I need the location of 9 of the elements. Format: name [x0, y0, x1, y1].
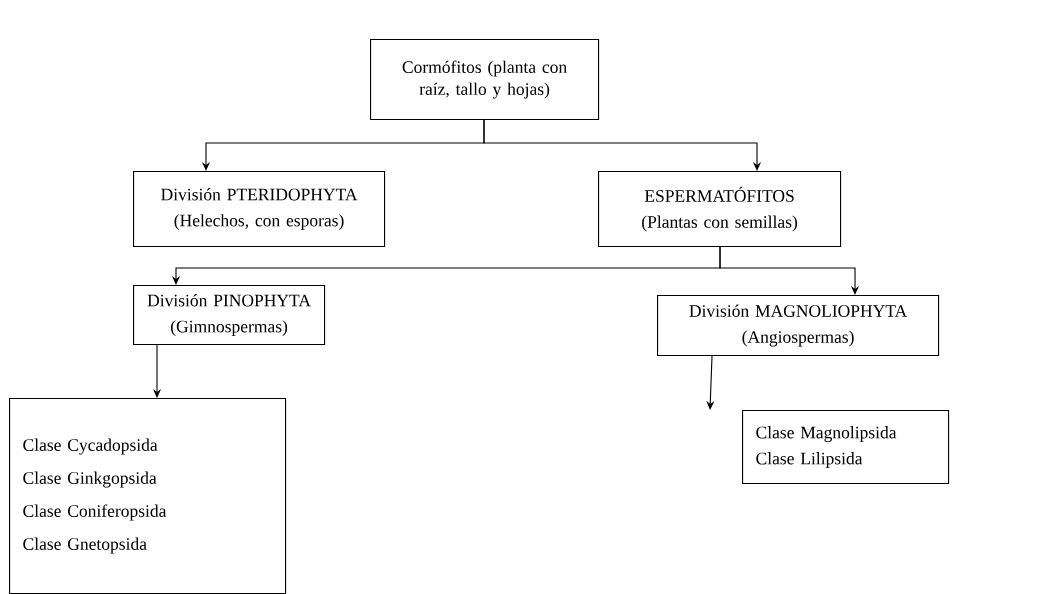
- taxon-box: Clase Magnolipsida Clase Lilipsida: [742, 410, 950, 485]
- taxon-box: Clase Cycadopsida Clase Ginkgopsida Clase Coniferopsida Clase Gnetopsida: [9, 398, 287, 594]
- taxon-box: División PINOPHYTA (Gimnospermas): [133, 285, 326, 346]
- taxon-box: Cormófitos (planta con raíz, tallo y hojas): [370, 39, 600, 121]
- taxon-box: ESPERMATÓFITOS (Plantas con semillas): [598, 171, 842, 248]
- taxon-box: División PTERIDOPHYTA (Helechos, con esporas): [133, 171, 386, 248]
- taxon-box: División MAGNOLIOPHYTA (Angiospermas): [657, 295, 940, 357]
- arrow: [719, 246, 860, 295]
- arrow: [483, 119, 762, 171]
